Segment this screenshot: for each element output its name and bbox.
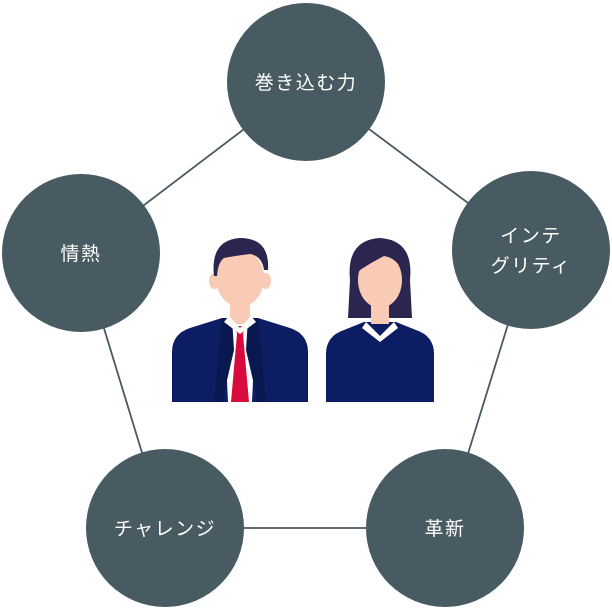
node-circle xyxy=(366,449,524,607)
businessman-illustration xyxy=(172,238,308,402)
node-label-line-1: インテ xyxy=(500,225,562,247)
woman-suit xyxy=(326,322,434,402)
man-hair xyxy=(213,238,269,276)
business-people-icon xyxy=(172,238,434,402)
woman-collar xyxy=(362,322,398,342)
node-challenge: チャレンジ xyxy=(86,449,244,607)
node-jonetsu: 情熱 xyxy=(2,174,160,332)
node-label-line-2: グリティ xyxy=(491,255,572,277)
node-label: 巻き込む力 xyxy=(255,72,358,94)
node-circle xyxy=(86,449,244,607)
pentagon-nodes: 巻き込む力 インテ グリティ 革新 チャレンジ 情熱 xyxy=(2,3,610,607)
man-collar xyxy=(224,316,256,334)
node-kakushin: 革新 xyxy=(366,449,524,607)
node-circle xyxy=(227,3,385,161)
businesswoman-illustration xyxy=(326,238,434,402)
man-tie xyxy=(231,326,249,402)
node-label: 情熱 xyxy=(60,243,101,265)
node-circle xyxy=(2,174,160,332)
woman-face xyxy=(358,252,402,308)
node-integrity: インテ グリティ xyxy=(452,171,610,329)
man-face xyxy=(216,249,264,307)
node-label: 革新 xyxy=(424,518,465,540)
man-lapel-left xyxy=(214,318,234,402)
node-label: チャレンジ xyxy=(114,518,216,540)
node-makikomu: 巻き込む力 xyxy=(227,3,385,161)
woman-hair-front xyxy=(355,242,406,276)
node-circle xyxy=(452,171,610,329)
man-lapel-right xyxy=(246,318,266,402)
